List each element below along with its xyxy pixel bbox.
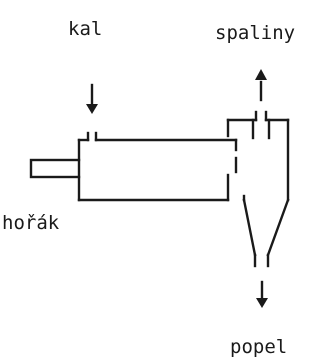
label-spaliny: spaliny bbox=[215, 22, 295, 44]
cyclone bbox=[226, 110, 290, 268]
combustion-chamber bbox=[77, 131, 238, 202]
label-horak: hořák bbox=[2, 212, 60, 234]
burner bbox=[29, 158, 81, 179]
popel-outlet-arrow bbox=[256, 280, 268, 308]
spaliny-outlet-arrow bbox=[255, 69, 267, 102]
label-kal: kal bbox=[68, 18, 102, 40]
label-popel: popel bbox=[230, 336, 287, 358]
kal-inlet-arrow bbox=[86, 83, 98, 114]
